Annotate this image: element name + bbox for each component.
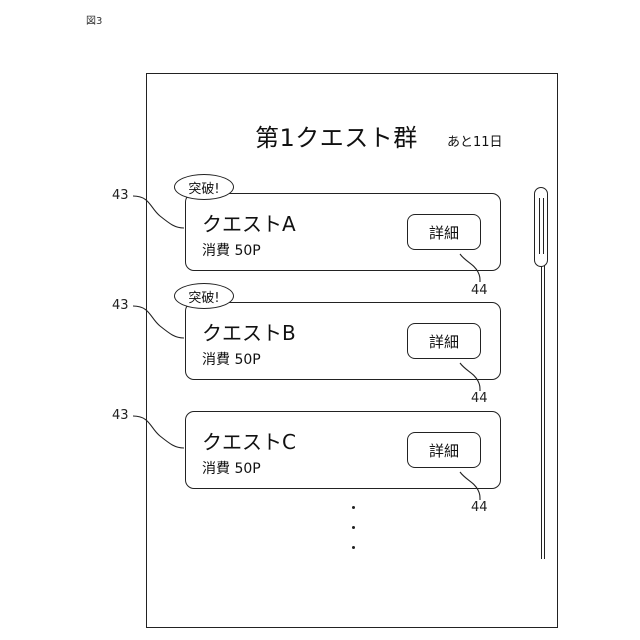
quest-card-c[interactable]: クエストC 消費 50P 詳細 xyxy=(185,411,501,489)
quest-name: クエストA xyxy=(202,208,296,237)
quest-name: クエストC xyxy=(202,426,296,455)
detail-button[interactable]: 詳細 xyxy=(407,323,481,359)
quest-cost: 消費 50P xyxy=(202,458,261,478)
reference-numeral-44: 44 xyxy=(471,391,488,406)
cleared-badge: 突破! xyxy=(174,174,234,200)
quest-card-a[interactable]: 突破! クエストA 消費 50P 詳細 xyxy=(185,193,501,271)
reference-numeral-44: 44 xyxy=(471,500,488,515)
quest-cost: 消費 50P xyxy=(202,240,261,260)
detail-button[interactable]: 詳細 xyxy=(407,432,481,468)
reference-numeral-44: 44 xyxy=(471,283,488,298)
quest-screen: 第1クエスト群 あと11日 突破! クエストA 消費 50P 詳細 突破! クエ… xyxy=(146,73,558,628)
cleared-badge: 突破! xyxy=(174,283,234,309)
days-left-text: あと11日 xyxy=(447,131,503,150)
detail-button[interactable]: 詳細 xyxy=(407,214,481,250)
quest-card-b[interactable]: 突破! クエストB 消費 50P 詳細 xyxy=(185,302,501,380)
quest-cost: 消費 50P xyxy=(202,349,261,369)
page-title: 第1クエスト群 xyxy=(255,118,418,153)
more-items-ellipsis xyxy=(352,506,358,566)
figure-label: 図3 xyxy=(86,12,102,27)
reference-numeral-43: 43 xyxy=(112,298,129,313)
reference-numeral-43: 43 xyxy=(112,408,129,423)
scrollbar-thumb[interactable] xyxy=(534,187,548,267)
reference-numeral-43: 43 xyxy=(112,188,129,203)
quest-name: クエストB xyxy=(202,317,296,346)
scrollbar-track[interactable] xyxy=(541,261,545,559)
